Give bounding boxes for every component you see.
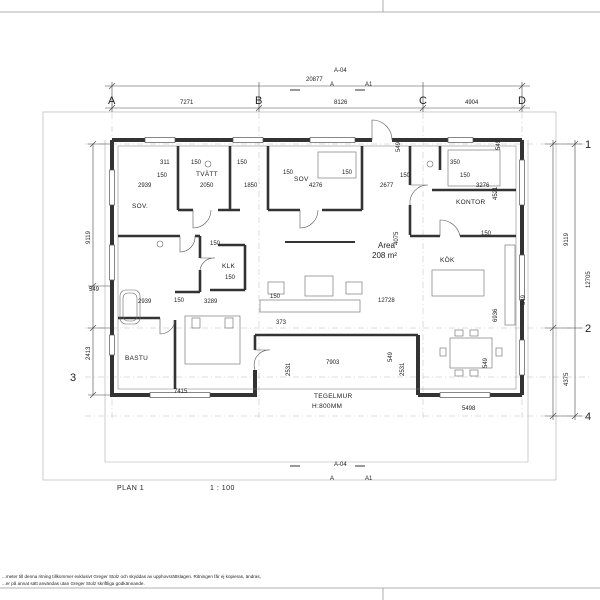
dim-549-c: 549 (388, 351, 394, 362)
dim-350: 350 (450, 160, 461, 166)
dim-5498: 5498 (462, 406, 476, 412)
plan-scale: 1 : 100 (210, 485, 235, 492)
plan-title: PLAN 1 (117, 485, 144, 492)
dim-150-h: 150 (225, 275, 236, 281)
dim-549-b: 549 (521, 294, 527, 305)
section-mark-bottom-letter: A (330, 476, 334, 482)
area-callout: Area 208 m² (372, 241, 397, 260)
interior-walls (118, 146, 516, 389)
dim-150-d: 150 (283, 170, 294, 176)
axis-label-4: 4 (585, 411, 591, 423)
dim-2050: 2050 (200, 183, 214, 189)
wall-inner-lines (117, 145, 517, 390)
dim-150-b: 150 (191, 160, 202, 166)
title-block: PLAN 1 1 : 100 ...meter till denna ritni… (2, 485, 261, 586)
copyright-line-2: ...er på annat sätt användas utan Greger… (2, 580, 145, 586)
dim-150-l: 150 (210, 241, 221, 247)
section-mark-bottom-ref: A1 (365, 476, 373, 482)
dim-3289: 3289 (204, 299, 218, 305)
dim-373: 373 (276, 320, 287, 326)
axis-label-2: 2 (585, 323, 591, 335)
dim-311: 311 (160, 160, 170, 166)
dim-2531-b: 2531 (400, 362, 406, 376)
area-value: 208 m² (372, 251, 397, 260)
section-mark-top-ref: A1 (365, 82, 373, 88)
room-label-kok: KÖK (440, 256, 455, 264)
dim-left-2413: 2413 (86, 346, 92, 360)
dim-150-a: 150 (157, 173, 168, 179)
dimension-labels: 20877 7271 8126 4904 9119 549 2413 9119 … (86, 77, 592, 412)
dim-bc: 8126 (334, 100, 348, 106)
room-label-kontor: KONTOR (456, 199, 486, 206)
room-label-tvatt: TVÄTT (196, 170, 218, 178)
dim-right-9119: 9119 (564, 232, 570, 246)
furniture (119, 149, 516, 377)
section-mark-bottom-label: A-04 (334, 462, 347, 468)
dim-right-4375: 4375 (564, 372, 570, 386)
dim-12728: 12728 (378, 298, 395, 304)
dim-left-9119: 9119 (86, 230, 92, 244)
axis-label-C: C (419, 95, 427, 107)
dim-ab: 7271 (180, 100, 194, 106)
dim-2531-a: 2531 (286, 362, 292, 376)
room-label-tegelmur-height: H:800MM (312, 403, 342, 410)
dim-549-a: 549 (396, 141, 402, 152)
dim-2939-b: 2939 (138, 299, 152, 305)
room-label-sov-1: SOV. (132, 203, 148, 210)
dim-3276: 3276 (476, 183, 490, 189)
dim-6936: 6936 (493, 308, 499, 322)
dim-cd: 4904 (465, 100, 479, 106)
section-mark-top-letter: A (330, 82, 334, 88)
dim-7903: 7903 (326, 360, 340, 366)
dim-150-f: 150 (400, 173, 411, 179)
dim-549-d: 549 (483, 357, 489, 368)
room-label-klk: KLK (222, 263, 236, 270)
door-swings (159, 119, 461, 371)
dim-4075: 4075 (394, 231, 400, 245)
grid-axis-labels: A B C D 1 2 3 4 (70, 95, 591, 423)
room-label-sov-2: SOV (294, 176, 309, 183)
room-labels: SOV. TVÄTT SOV KONTOR KLK KÖK BASTU TEGE… (125, 170, 486, 410)
dim-overall-top: 20877 (306, 77, 323, 83)
section-mark-top-label: A-04 (334, 68, 347, 74)
room-label-tegelmur: TEGELMUR (314, 393, 353, 400)
dim-150-g: 150 (460, 173, 471, 179)
left-dimension-chain (88, 140, 110, 399)
dim-150-c: 150 (237, 160, 248, 166)
section-marks: A-04 A1 A A-04 A1 A (290, 68, 373, 482)
dim-left-549: 549 (89, 287, 100, 293)
dim-150-k: 150 (481, 231, 492, 237)
dim-1850: 1850 (244, 183, 258, 189)
copyright-line-1: ...meter till denna ritning tillkommer e… (2, 573, 261, 579)
dim-right-12705: 12705 (586, 271, 592, 288)
dim-2677: 2677 (380, 183, 394, 189)
dim-549-e: 549 (496, 139, 502, 150)
right-dimension-chain (545, 140, 582, 420)
grid-lines (85, 100, 590, 420)
area-label: Area (378, 241, 395, 250)
dim-150-i: 150 (270, 294, 281, 300)
dim-4276: 4276 (309, 183, 323, 189)
room-label-bastu: BASTU (125, 355, 148, 362)
dim-4521: 4521 (493, 186, 499, 200)
axis-label-D: D (518, 95, 526, 107)
site-outline (42, 111, 557, 481)
dim-150-j: 150 (174, 298, 185, 304)
top-dimension-chain (105, 82, 530, 112)
dim-150-e: 150 (342, 170, 353, 176)
axis-label-1: 1 (585, 139, 591, 151)
windows (109, 137, 525, 398)
axis-label-A: A (108, 95, 116, 107)
dim-2939-a: 2939 (138, 183, 152, 189)
axis-label-B: B (255, 95, 262, 107)
dim-7415: 7415 (174, 389, 188, 395)
axis-label-3: 3 (70, 372, 76, 384)
